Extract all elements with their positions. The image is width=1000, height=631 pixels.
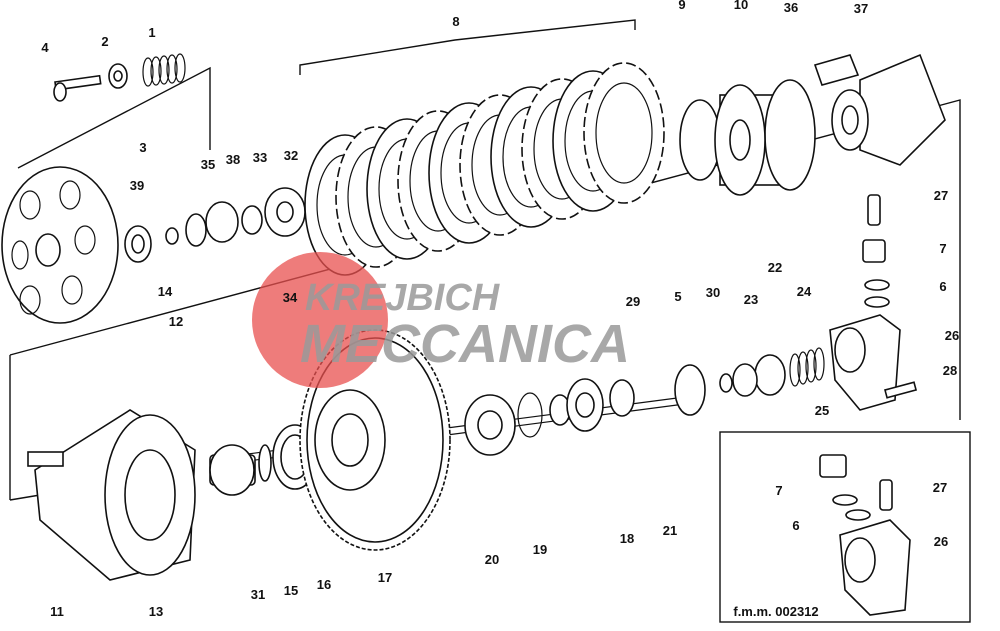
part-label-9: 9 — [678, 0, 685, 12]
part-label-10: 10 — [734, 0, 748, 12]
part-label-21: 21 — [663, 523, 677, 538]
part-label-2: 2 — [101, 34, 108, 49]
part-label-34: 34 — [283, 290, 298, 305]
bracket-8 — [299, 19, 636, 75]
part-label-12: 12 — [169, 314, 183, 329]
part-label-22: 22 — [768, 260, 782, 275]
clutch-plate-inner — [595, 82, 653, 184]
drawing-code: f.m.m. 002312 — [733, 604, 818, 619]
clutch-plates — [299, 19, 665, 276]
inset-box — [719, 431, 971, 623]
part-label-25: 25 — [815, 403, 829, 418]
part-label-27: 27 — [933, 480, 947, 495]
part-label-20: 20 — [485, 552, 499, 567]
part-label-38: 38 — [226, 152, 240, 167]
part-label-33: 33 — [253, 150, 267, 165]
part-label-23: 23 — [744, 292, 758, 307]
part-label-36: 36 — [784, 0, 798, 15]
part-label-26: 26 — [945, 328, 959, 343]
part-label-11: 11 — [50, 604, 64, 619]
part-label-7: 7 — [775, 483, 782, 498]
part-label-37: 37 — [854, 1, 868, 16]
part-label-4: 4 — [41, 40, 49, 55]
part-label-5: 5 — [674, 289, 681, 304]
part-label-18: 18 — [620, 531, 634, 546]
part-label-17: 17 — [378, 570, 392, 585]
part-label-32: 32 — [284, 148, 298, 163]
part-label-16: 16 — [317, 577, 331, 592]
part-label-28: 28 — [943, 363, 957, 378]
watermark-logo: KREJBICH MECCANICA — [252, 252, 630, 388]
watermark-line2: MECCANICA — [300, 314, 630, 374]
part-label-24: 24 — [797, 284, 812, 299]
watermark-circle — [252, 252, 388, 388]
part-label-7: 7 — [939, 241, 946, 256]
part-label-29: 29 — [626, 294, 640, 309]
part-label-19: 19 — [533, 542, 547, 557]
part-label-3: 3 — [139, 140, 146, 155]
part-label-39: 39 — [130, 178, 144, 193]
part-label-27: 27 — [934, 188, 948, 203]
watermark-line1: KREJBICH — [305, 277, 501, 319]
part-label-6: 6 — [939, 279, 946, 294]
inset-labels: 7 27 6 26 — [775, 480, 948, 549]
parts-top-right — [679, 53, 946, 411]
part-label-1: 1 — [148, 25, 155, 40]
parts-top-left — [1, 53, 306, 324]
part-label-26: 26 — [934, 534, 948, 549]
part-label-30: 30 — [706, 285, 720, 300]
part-label-35: 35 — [201, 157, 215, 172]
part-label-8: 8 — [452, 14, 459, 29]
part-label-14: 14 — [158, 284, 173, 299]
part-label-31: 31 — [251, 587, 265, 602]
part-label-15: 15 — [284, 583, 298, 598]
part-label-6: 6 — [792, 518, 799, 533]
part-label-13: 13 — [149, 604, 163, 619]
